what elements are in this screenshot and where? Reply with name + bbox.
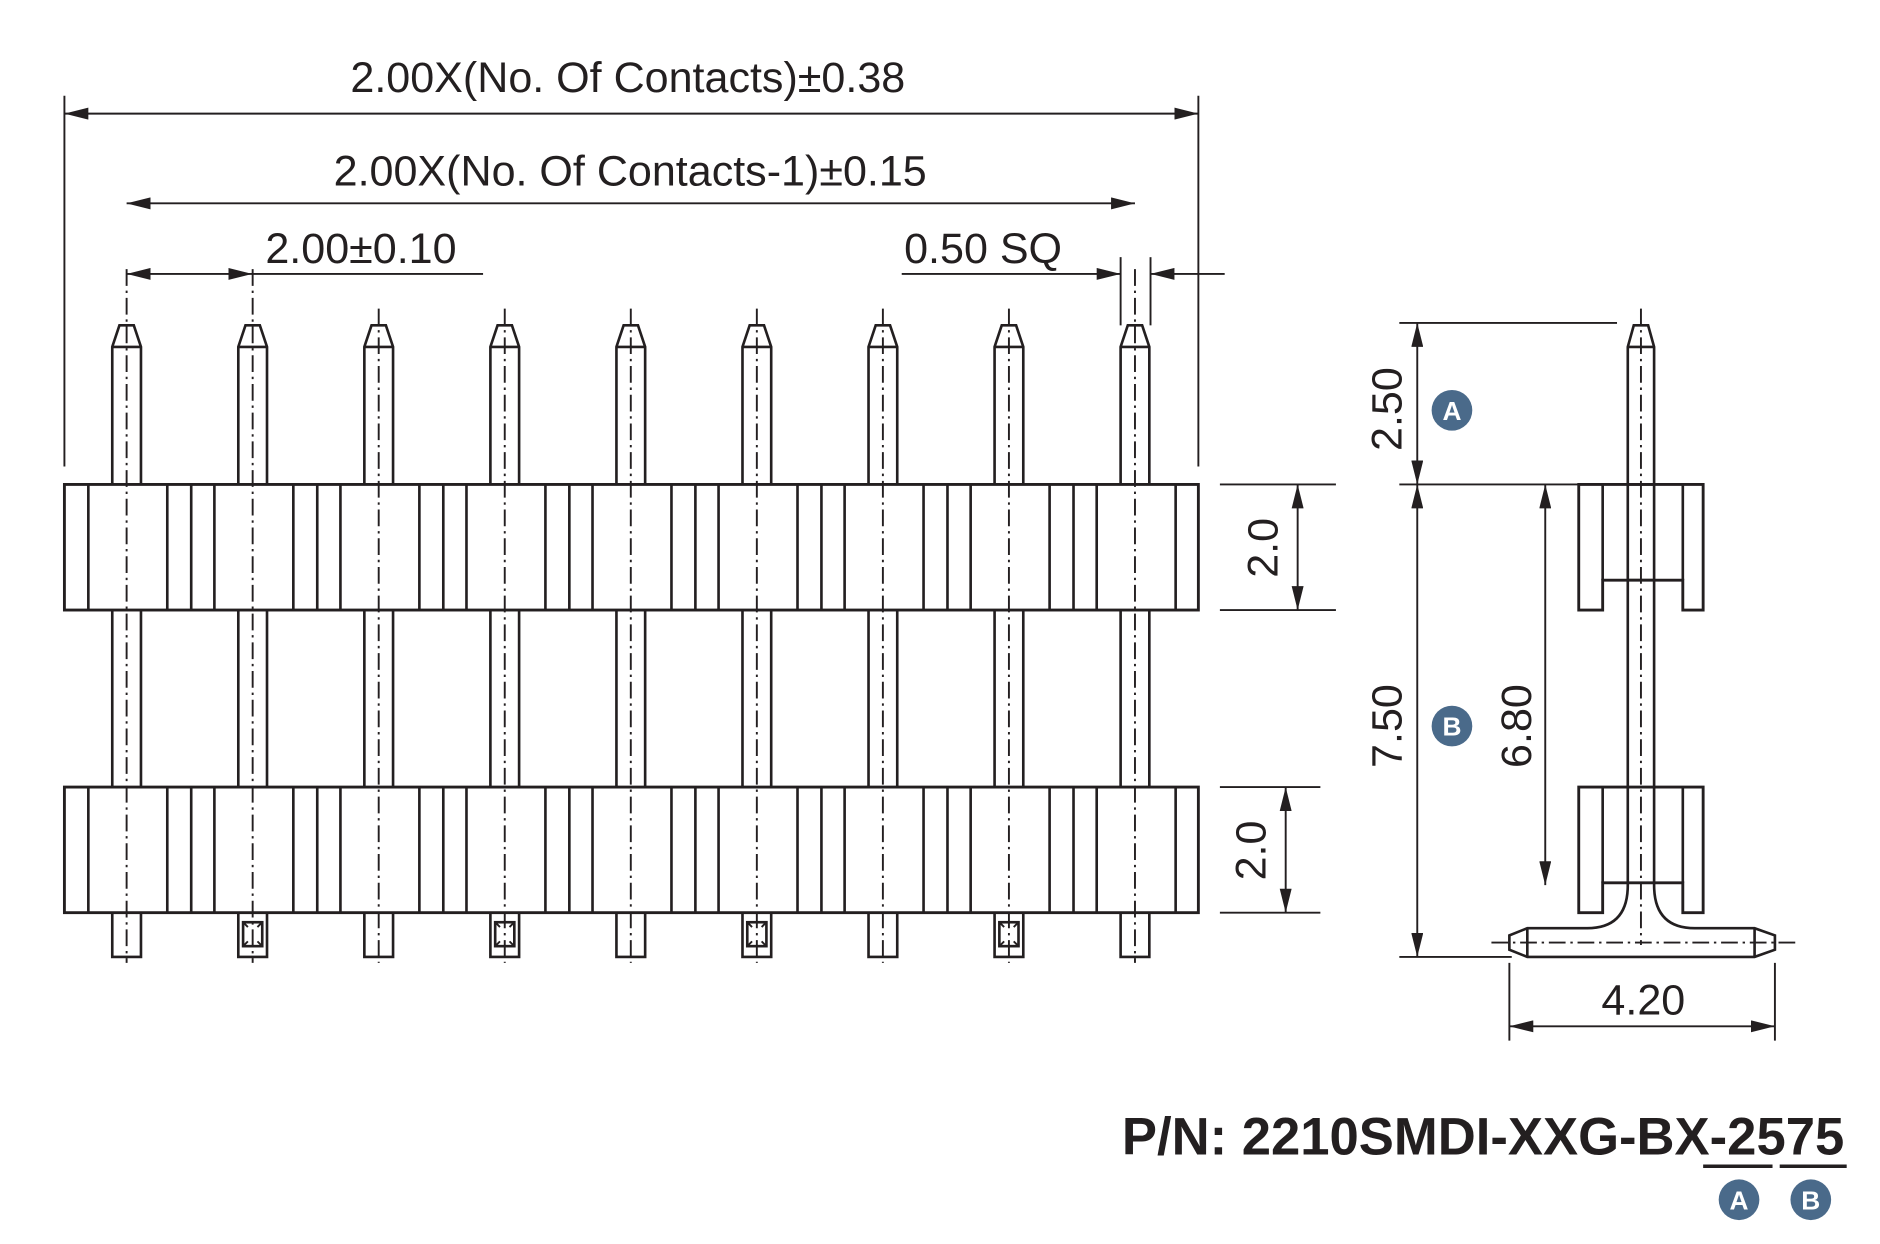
pin: [236, 324, 269, 788]
pitch-dimension: 2.00±0.10: [126, 225, 484, 280]
badge-b: B: [1431, 705, 1473, 747]
pin-square-dimension: 0.50 SQ: [901, 225, 1225, 326]
overall-length-dimension: 2.00X(No. Of Contacts)±0.38: [63, 54, 1200, 467]
housing-height-bottom-label: 2.0: [1227, 821, 1275, 881]
part-number: P/N: 2210SMDI-XXG-BX-2575 A B: [1122, 1107, 1847, 1221]
housing-height-dimensions: 2.0 2.0: [1219, 483, 1336, 914]
svg-text:B: B: [1801, 1185, 1820, 1215]
pin-square-label: 0.50 SQ: [904, 225, 1062, 273]
part-number-badge-a: A: [1718, 1179, 1760, 1221]
pin-span-dimension: 2.00X(No. Of Contacts-1)±0.15: [126, 147, 1135, 210]
part-number-text: P/N: 2210SMDI-XXG-BX-2575: [1122, 1107, 1844, 1166]
svg-text:A: A: [1442, 396, 1461, 426]
pin: [110, 324, 143, 788]
housing-height-top-label: 2.0: [1239, 518, 1287, 578]
front-view: [62, 269, 1200, 963]
dim-inner-label: 6.80: [1493, 684, 1541, 768]
svg-text:B: B: [1442, 712, 1461, 742]
pitch-label: 2.00±0.10: [265, 225, 456, 273]
dim-a-label: 2.50: [1364, 367, 1412, 451]
badge-a: A: [1431, 389, 1473, 431]
pin-span-label: 2.00X(No. Of Contacts-1)±0.15: [334, 147, 927, 195]
side-view: 2.50 7.50 6.80 4.20 A B: [1364, 308, 1797, 1041]
part-number-badge-b: B: [1790, 1179, 1832, 1221]
svg-text:A: A: [1730, 1185, 1749, 1215]
smd-span-label: 4.20: [1601, 976, 1685, 1024]
dim-b-label: 7.50: [1364, 684, 1412, 768]
pin: [1119, 324, 1151, 788]
overall-length-label: 2.00X(No. Of Contacts)±0.38: [350, 54, 905, 102]
